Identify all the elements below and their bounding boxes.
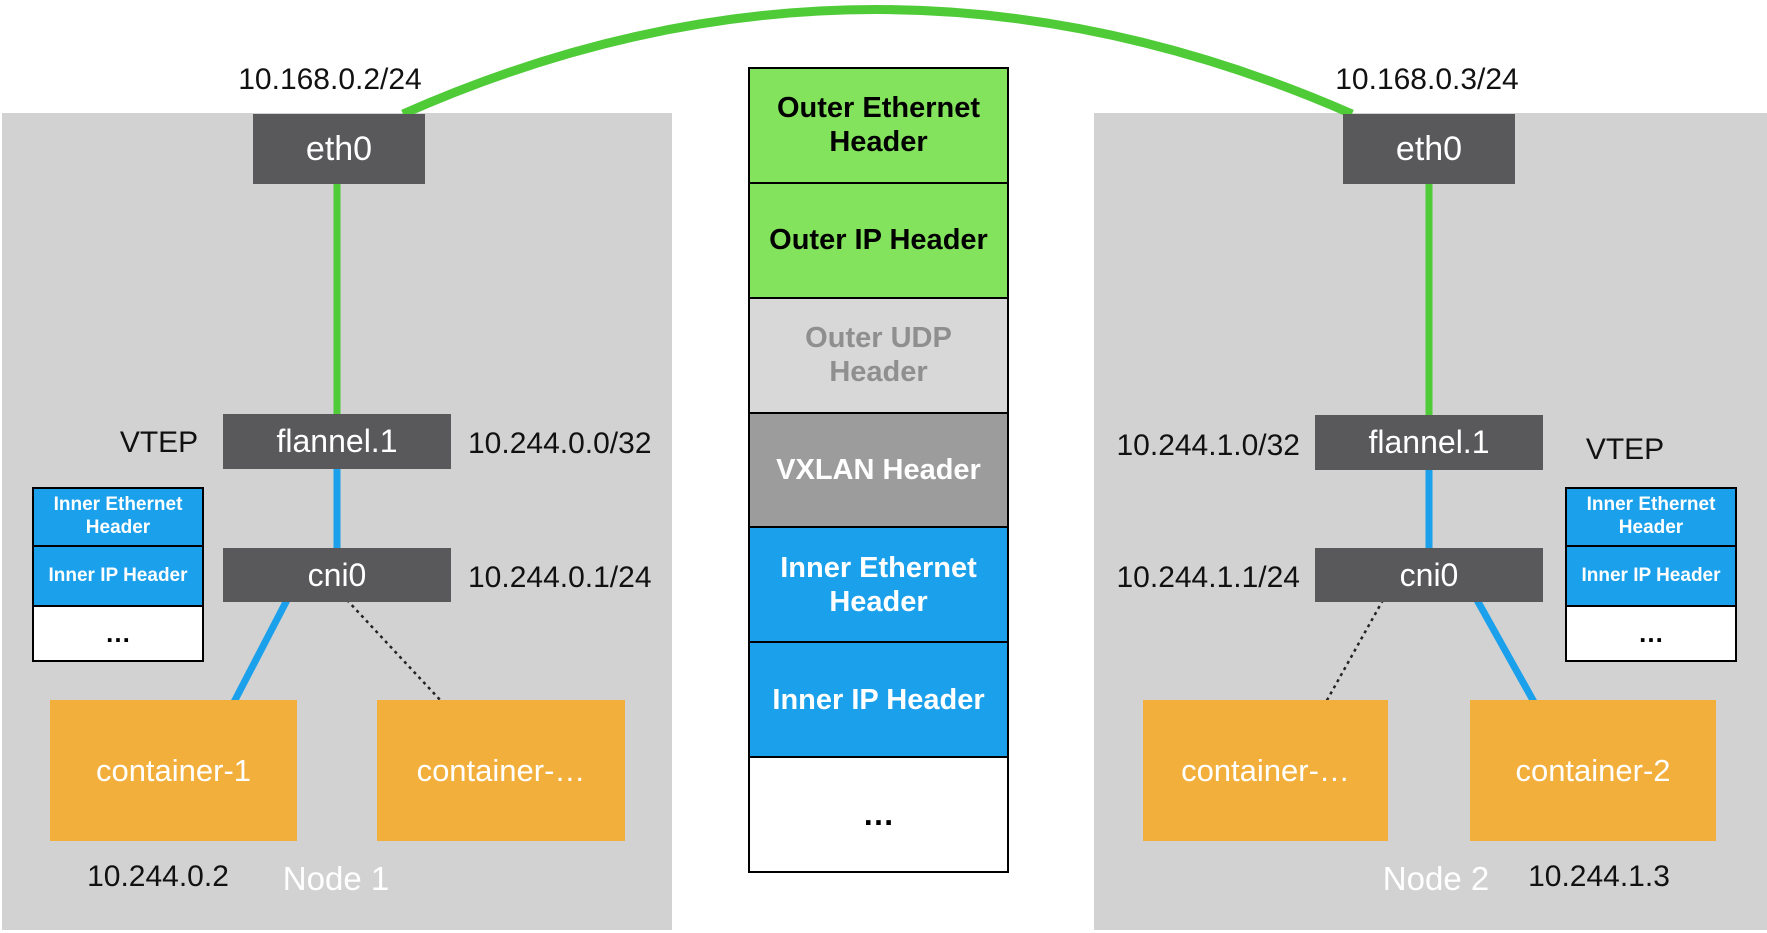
node2-eth0-ip-label: 10.168.0.3/24 [1335, 63, 1519, 96]
outer-ethernet-header-row: Outer Ethernet Header [750, 69, 1007, 182]
container-1-label: container-1 [95, 752, 252, 788]
node1-flannel-ip-label: 10.244.0.0/32 [468, 427, 652, 460]
payload-ellipsis-row: … [750, 756, 1007, 872]
node2-inner-ip-header-row: Inner IP Header [1567, 545, 1735, 605]
inner-ethernet-header-row: Inner Ethernet Header [750, 526, 1007, 642]
node2-flannel-interface: flannel.1 [1315, 415, 1543, 470]
node2-inner-ethernet-header-row: Inner Ethernet Header [1567, 489, 1735, 545]
node1-vtep-label: VTEP [119, 426, 199, 459]
node2-cni0-label: cni0 [1399, 556, 1459, 593]
outer-udp-header-row: Outer UDP Header [750, 296, 1007, 412]
eth0-to-eth0-physical-link [401, 5, 1354, 119]
container-1-ip-label: 10.244.0.2 [87, 860, 229, 893]
node2-flannel-label: flannel.1 [1368, 424, 1490, 460]
node1-flannel-interface: flannel.1 [223, 414, 451, 469]
node1-payload-ellipsis-row: … [34, 605, 202, 660]
node2-container-more: container-… [1143, 700, 1388, 841]
node2-cni-ip-label: 10.244.1.1/24 [1116, 561, 1300, 594]
node2-vtep-label: VTEP [1585, 433, 1665, 466]
node1-container-1: container-1 [50, 700, 297, 841]
node1-cni0-interface: cni0 [223, 548, 451, 602]
node1-container-more: container-… [377, 700, 625, 841]
node1-cni-container-more-link [346, 599, 443, 703]
vxlan-packet-structure: Outer Ethernet Header Outer IP Header Ou… [748, 67, 1009, 873]
node1-title: Node 1 [282, 860, 390, 897]
node1-cni-container1-link [230, 598, 291, 704]
container-2-ip-label: 10.244.1.3 [1528, 860, 1670, 893]
node2-title: Node 2 [1382, 860, 1490, 897]
node2-cni-container-more-link [1324, 599, 1385, 703]
node1-cni0-label: cni0 [307, 556, 367, 593]
node2-eth0-interface: eth0 [1343, 114, 1515, 184]
node2-eth0-label: eth0 [1395, 129, 1463, 168]
inner-ip-header-row: Inner IP Header [750, 641, 1007, 757]
node1-eth0-ip-label: 10.168.0.2/24 [238, 63, 422, 96]
node1-inner-ethernet-header-row: Inner Ethernet Header [34, 489, 202, 545]
node1-cni-ip-label: 10.244.0.1/24 [468, 561, 652, 594]
outer-ip-header-row: Outer IP Header [750, 181, 1007, 297]
node2-container-2: container-2 [1470, 700, 1716, 841]
container-more-label: container-… [1181, 752, 1350, 788]
container-2-label: container-2 [1515, 752, 1671, 788]
node1-eth0-label: eth0 [305, 129, 373, 168]
node1-eth0-interface: eth0 [253, 114, 425, 184]
node2-cni0-interface: cni0 [1315, 548, 1543, 602]
node2-cni-container2-link [1473, 598, 1538, 704]
node2-inner-packet-structure: Inner Ethernet Header Inner IP Header … [1565, 487, 1737, 662]
container-more-label: container-… [416, 752, 586, 788]
node2-payload-ellipsis-row: … [1567, 605, 1735, 660]
vxlan-header-row: VXLAN Header [750, 411, 1007, 527]
node2-flannel-ip-label: 10.244.1.0/32 [1116, 429, 1300, 462]
node1-inner-packet-structure: Inner Ethernet Header Inner IP Header … [32, 487, 204, 662]
node1-flannel-label: flannel.1 [276, 423, 398, 459]
node1-inner-ip-header-row: Inner IP Header [34, 545, 202, 605]
